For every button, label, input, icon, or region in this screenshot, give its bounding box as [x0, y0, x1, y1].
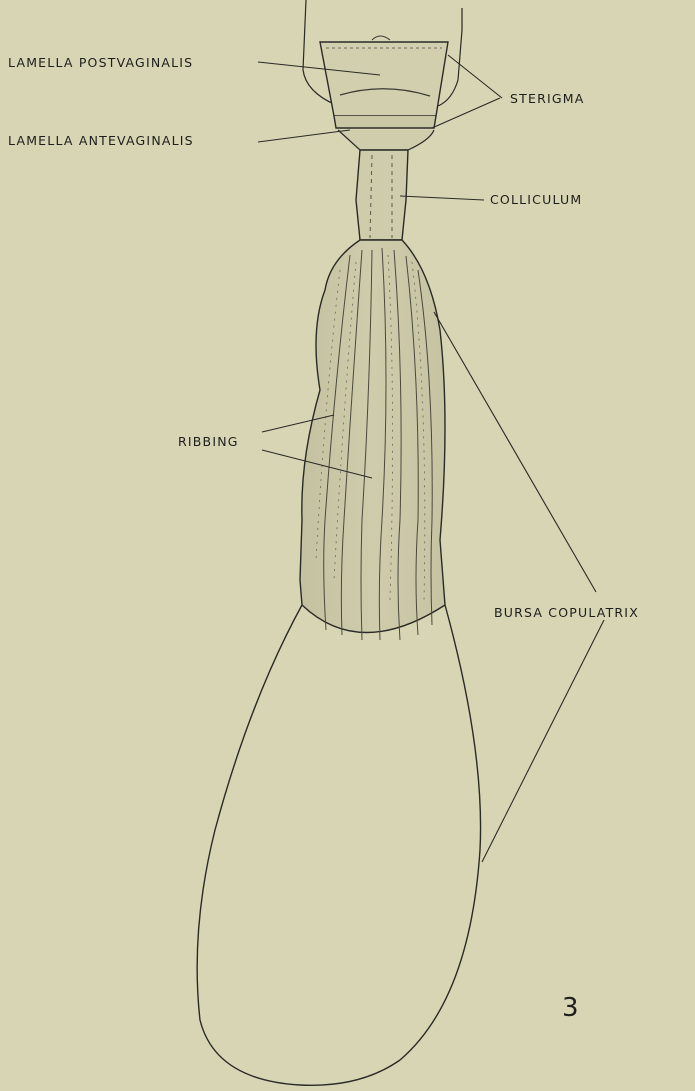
label-lamella-antevaginalis: LAMELLA ANTEVAGINALIS	[8, 134, 194, 148]
label-bursa-copulatrix: BURSA COPULATRIX	[494, 606, 639, 620]
bursa-copulatrix	[197, 605, 480, 1085]
sterigma-structure	[320, 36, 448, 150]
ribbed-region	[300, 240, 445, 640]
label-colliculum: COLLICULUM	[490, 193, 582, 207]
colliculum	[356, 150, 408, 240]
label-ribbing: RIBBING	[178, 435, 239, 449]
figure-number: 3	[562, 994, 579, 1022]
label-sterigma: STERIGMA	[510, 92, 584, 106]
label-lamella-postvaginalis: LAMELLA POSTVAGINALIS	[8, 56, 193, 70]
